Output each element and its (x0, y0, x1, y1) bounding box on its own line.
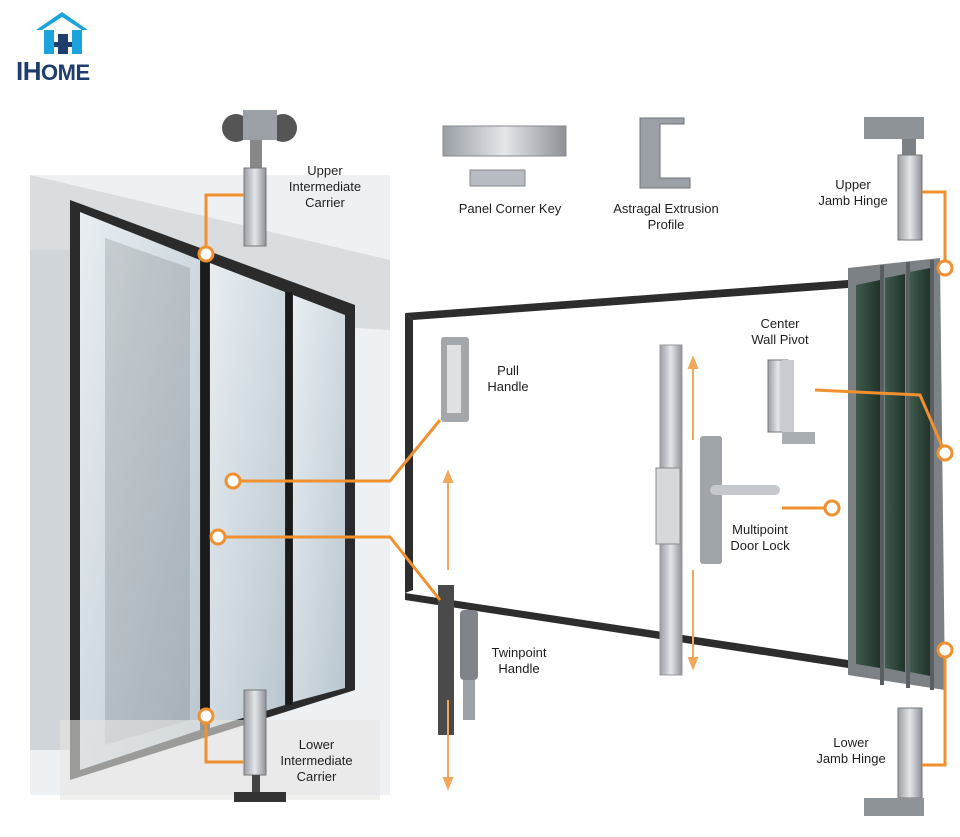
door-photo (30, 175, 390, 800)
hardware-parts (222, 110, 924, 816)
label-lower-intermediate-carrier: Lower Intermediate Carrier (280, 737, 353, 784)
label-pull-handle: Pull Handle (487, 363, 529, 394)
travel-arrows (442, 355, 699, 791)
label-twinpoint-handle: Twinpoint Handle (491, 645, 547, 676)
label-center-wall-pivot: Center Wall Pivot (751, 316, 809, 347)
brand-name: IHOME (16, 56, 90, 86)
label-upper-jamb-hinge: Upper Jamb Hinge (818, 177, 888, 208)
callout-lines (204, 190, 947, 767)
label-panel-corner-key: Panel Corner Key (458, 201, 562, 216)
label-astragal-extrusion-profile: Astragal Extrusion Profile (613, 201, 719, 232)
label-multipoint-door-lock: Multipoint Door Lock (730, 522, 790, 553)
callout-dots (197, 245, 954, 725)
door-frame-drawing (405, 258, 945, 690)
house-logo-icon (36, 12, 88, 54)
label-lower-jamb-hinge: Lower Jamb Hinge (816, 735, 886, 766)
label-upper-intermediate-carrier: Upper Intermediate Carrier (288, 163, 362, 210)
